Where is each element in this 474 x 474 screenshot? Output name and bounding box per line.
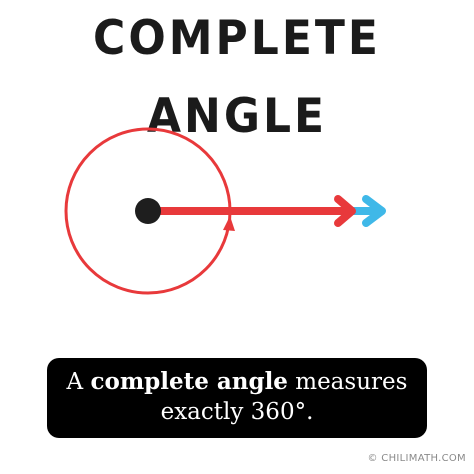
rotation-arrowhead (223, 216, 235, 231)
vertex-point (135, 198, 161, 224)
caption-box: A complete angle measures exactly 360°. (47, 358, 427, 438)
page-title: COMPLETE ANGLE (93, 11, 381, 144)
caption-term: complete angle (90, 368, 288, 395)
caption-prefix: A (66, 369, 91, 395)
copyright-credit: © CHILIMATH.COM (367, 453, 466, 464)
caption-line-1: A complete angle measures (47, 367, 427, 397)
terminal-ray-arrowhead (362, 195, 386, 227)
caption-line-2: exactly 360°. (160, 399, 314, 425)
caption-suffix: measures (287, 369, 408, 395)
initial-ray-arrowhead (334, 195, 356, 227)
